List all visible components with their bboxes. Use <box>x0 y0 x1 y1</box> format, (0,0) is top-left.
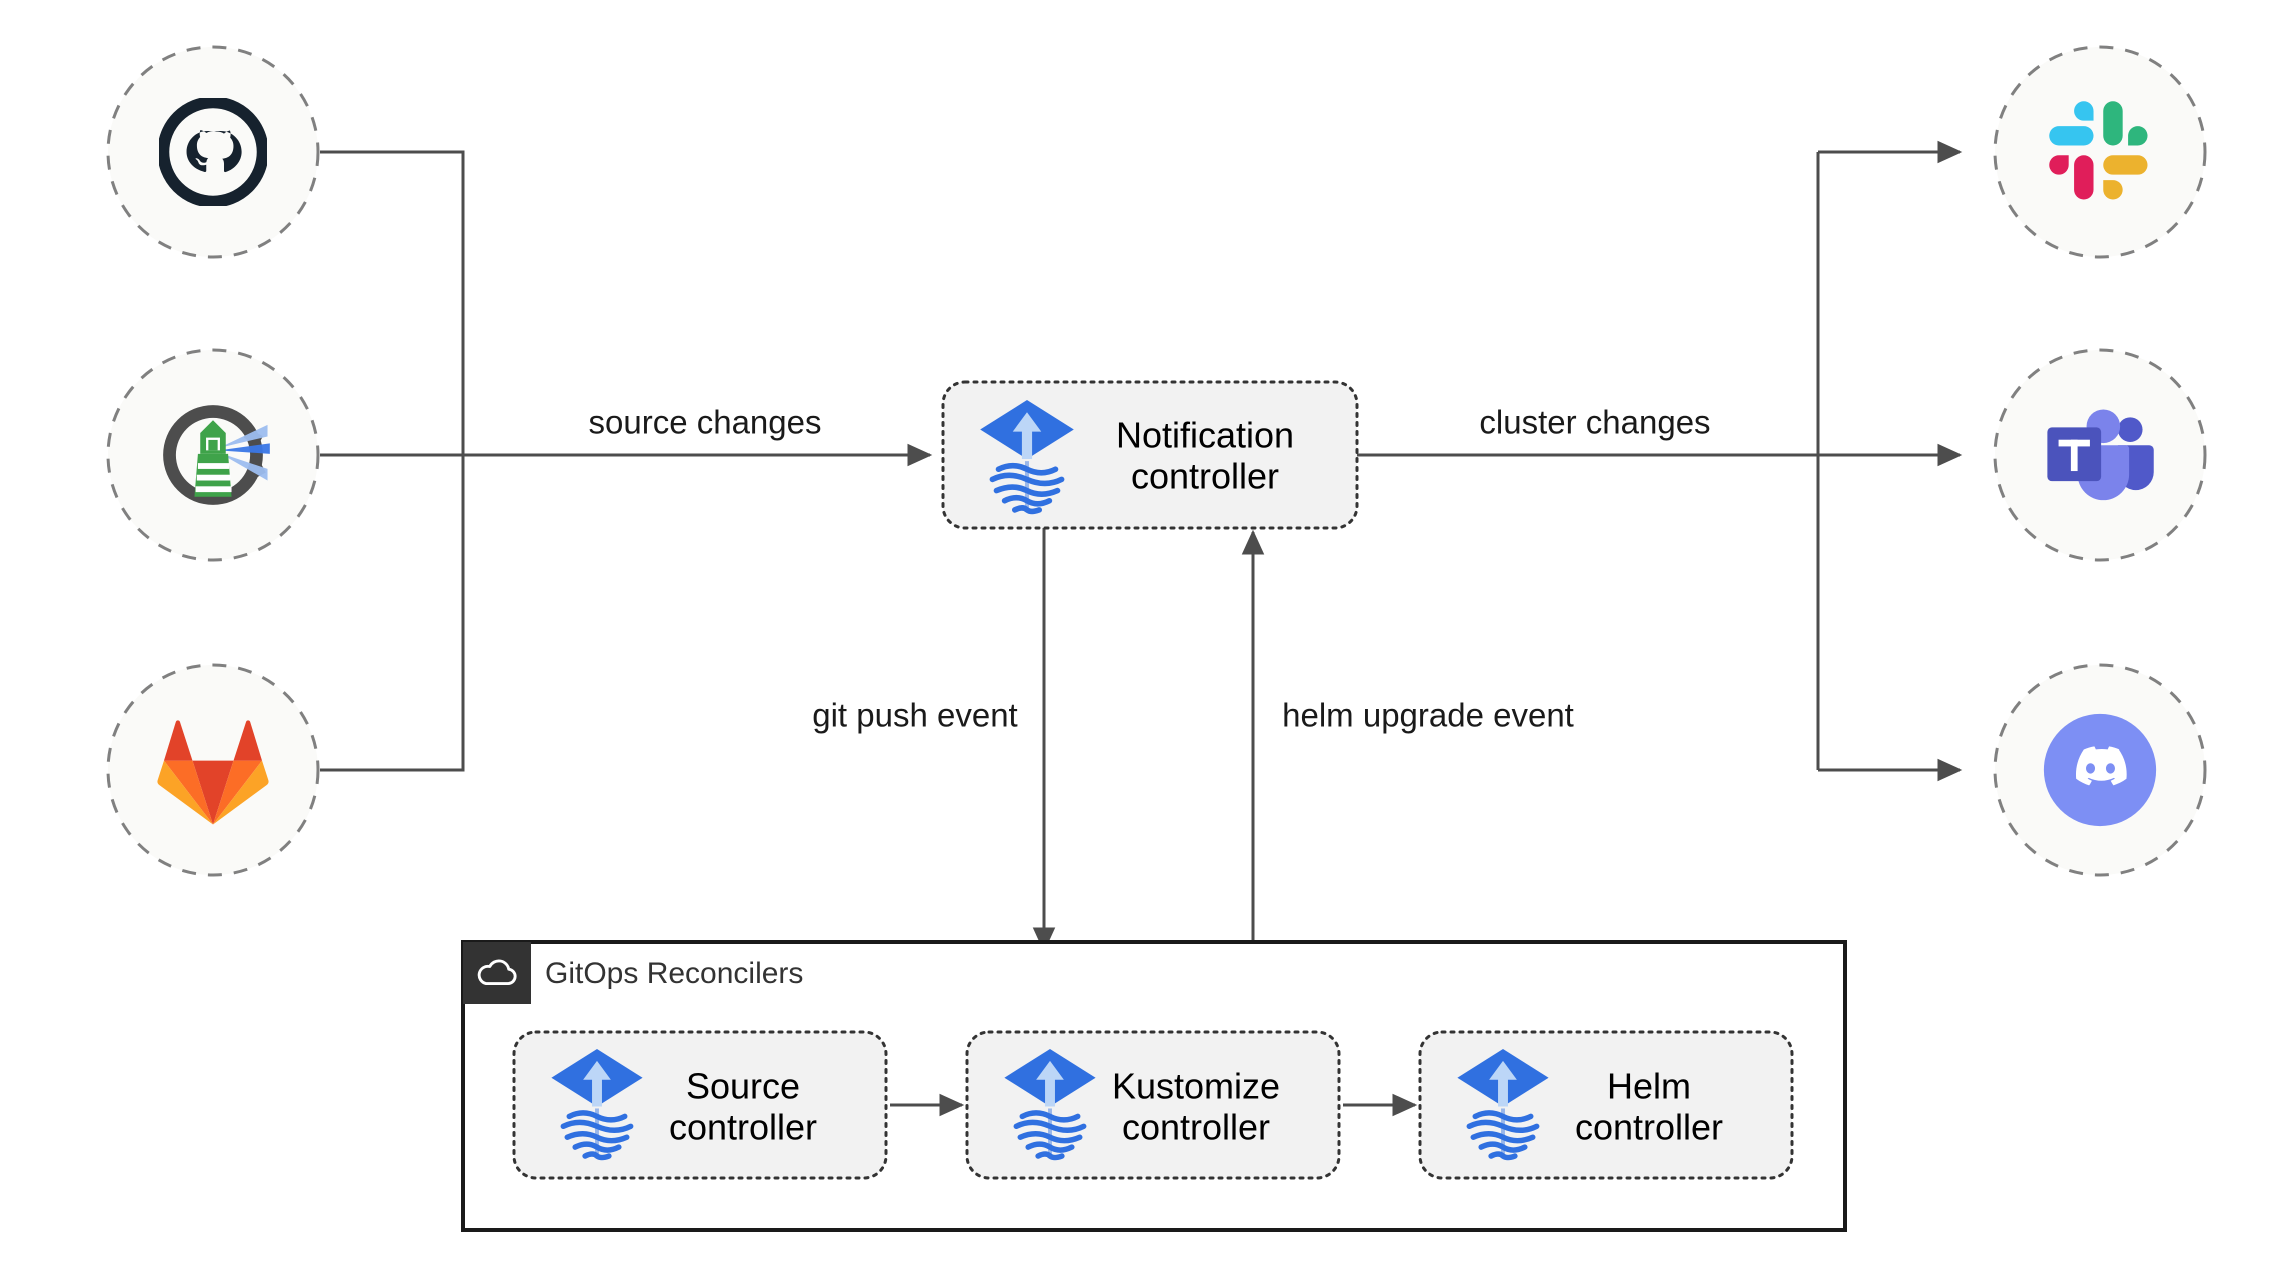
kustomize-controller-box[interactable]: Kustomize controller <box>965 1030 1341 1180</box>
node-gitlab[interactable] <box>106 663 320 877</box>
label-bg-cluster-changes <box>1430 398 1770 444</box>
source-controller-box[interactable]: Source controller <box>512 1030 888 1180</box>
node-slack[interactable] <box>1993 45 2207 259</box>
kustomize-controller-label-line1: Kustomize <box>1112 1066 1280 1107</box>
node-discord[interactable] <box>1993 663 2207 877</box>
edge-labels: source changes cluster changes git push … <box>560 398 1770 734</box>
group-title: GitOps Reconcilers <box>545 957 803 990</box>
node-teams[interactable] <box>1993 348 2207 562</box>
edges-layer <box>320 140 1963 953</box>
source-controller-label-line1: Source <box>686 1066 800 1107</box>
node-lighthouse[interactable] <box>106 348 320 562</box>
edge-label-cluster-changes: cluster changes <box>1479 404 1710 441</box>
helm-controller-box[interactable]: Helm controller <box>1418 1030 1794 1180</box>
discord-icon <box>2043 713 2157 827</box>
edge-sources-trunk <box>320 150 465 772</box>
helm-controller-label-line1: Helm <box>1607 1066 1691 1107</box>
helm-controller-label-line2: controller <box>1575 1107 1723 1148</box>
label-bg-source-changes <box>560 398 900 444</box>
edge-label-git-push-event: git push event <box>812 697 1017 734</box>
notification-controller-label-line2: controller <box>1131 456 1279 497</box>
notification-controller-label-line1: Notification <box>1116 415 1294 456</box>
node-slack-circle[interactable] <box>1993 45 2207 259</box>
node-github-circle[interactable] <box>106 45 320 259</box>
notification-controller-box[interactable]: Notification controller <box>941 380 1359 530</box>
source-controller-label-line2: controller <box>669 1107 817 1148</box>
group-tab <box>463 942 531 1004</box>
edge-label-helm-upgrade-event: helm upgrade event <box>1282 697 1574 734</box>
node-github[interactable] <box>106 45 320 259</box>
kustomize-controller-label-line2: controller <box>1122 1107 1270 1148</box>
edge-label-source-changes: source changes <box>589 404 822 441</box>
